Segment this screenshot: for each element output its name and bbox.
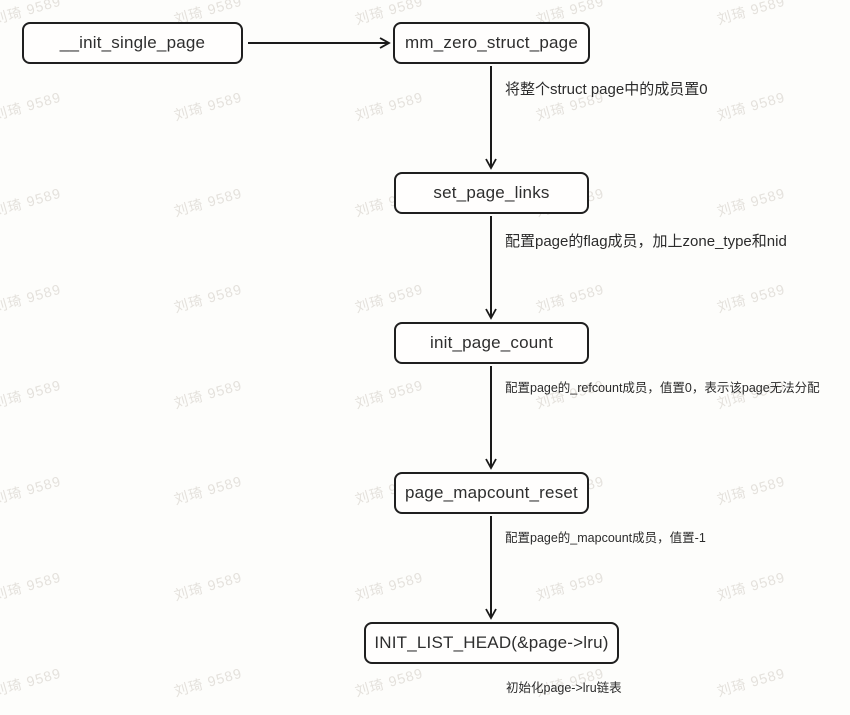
watermark: 刘琦 9589 <box>172 184 244 220</box>
watermark: 刘琦 9589 <box>353 88 425 124</box>
watermark: 刘琦 9589 <box>172 568 244 604</box>
annotation-page-mapcount-reset: 配置page的_mapcount成员，值置-1 <box>505 531 706 545</box>
watermark: 刘琦 9589 <box>353 376 425 412</box>
watermark: 刘琦 9589 <box>0 88 63 124</box>
watermark: 刘琦 9589 <box>0 376 63 412</box>
node-init-page-count: init_page_count <box>394 322 589 364</box>
watermark: 刘琦 9589 <box>0 664 63 700</box>
watermark: 刘琦 9589 <box>715 568 787 604</box>
node-page-mapcount-reset: page_mapcount_reset <box>394 472 589 514</box>
watermark: 刘琦 9589 <box>715 280 787 316</box>
watermark: 刘琦 9589 <box>172 664 244 700</box>
watermark: 刘琦 9589 <box>0 280 63 316</box>
watermark: 刘琦 9589 <box>172 88 244 124</box>
watermark: 刘琦 9589 <box>715 0 787 28</box>
watermark: 刘琦 9589 <box>353 280 425 316</box>
node-init-single-page: __init_single_page <box>22 22 243 64</box>
watermark: 刘琦 9589 <box>0 568 63 604</box>
watermark: 刘琦 9589 <box>353 664 425 700</box>
watermark: 刘琦 9589 <box>0 472 63 508</box>
watermark: 刘琦 9589 <box>715 664 787 700</box>
watermark: 刘琦 9589 <box>715 88 787 124</box>
annotation-init-list-head: 初始化page->lru链表 <box>506 681 622 695</box>
annotation-init-page-count: 配置page的_refcount成员，值置0，表示该page无法分配 <box>505 381 820 395</box>
watermark: 刘琦 9589 <box>353 568 425 604</box>
watermark: 刘琦 9589 <box>715 472 787 508</box>
watermark: 刘琦 9589 <box>534 280 606 316</box>
annotation-set-page-links: 配置page的flag成员，加上zone_type和nid <box>505 233 787 250</box>
watermark: 刘琦 9589 <box>172 472 244 508</box>
watermark: 刘琦 9589 <box>0 184 63 220</box>
node-set-page-links: set_page_links <box>394 172 589 214</box>
node-init-list-head: INIT_LIST_HEAD(&page->lru) <box>364 622 619 664</box>
node-mm-zero-struct-page: mm_zero_struct_page <box>393 22 590 64</box>
watermark: 刘琦 9589 <box>172 376 244 412</box>
annotation-zero-struct-page: 将整个struct page中的成员置0 <box>505 81 708 98</box>
watermark: 刘琦 9589 <box>715 184 787 220</box>
watermark: 刘琦 9589 <box>172 280 244 316</box>
watermark: 刘琦 9589 <box>534 568 606 604</box>
